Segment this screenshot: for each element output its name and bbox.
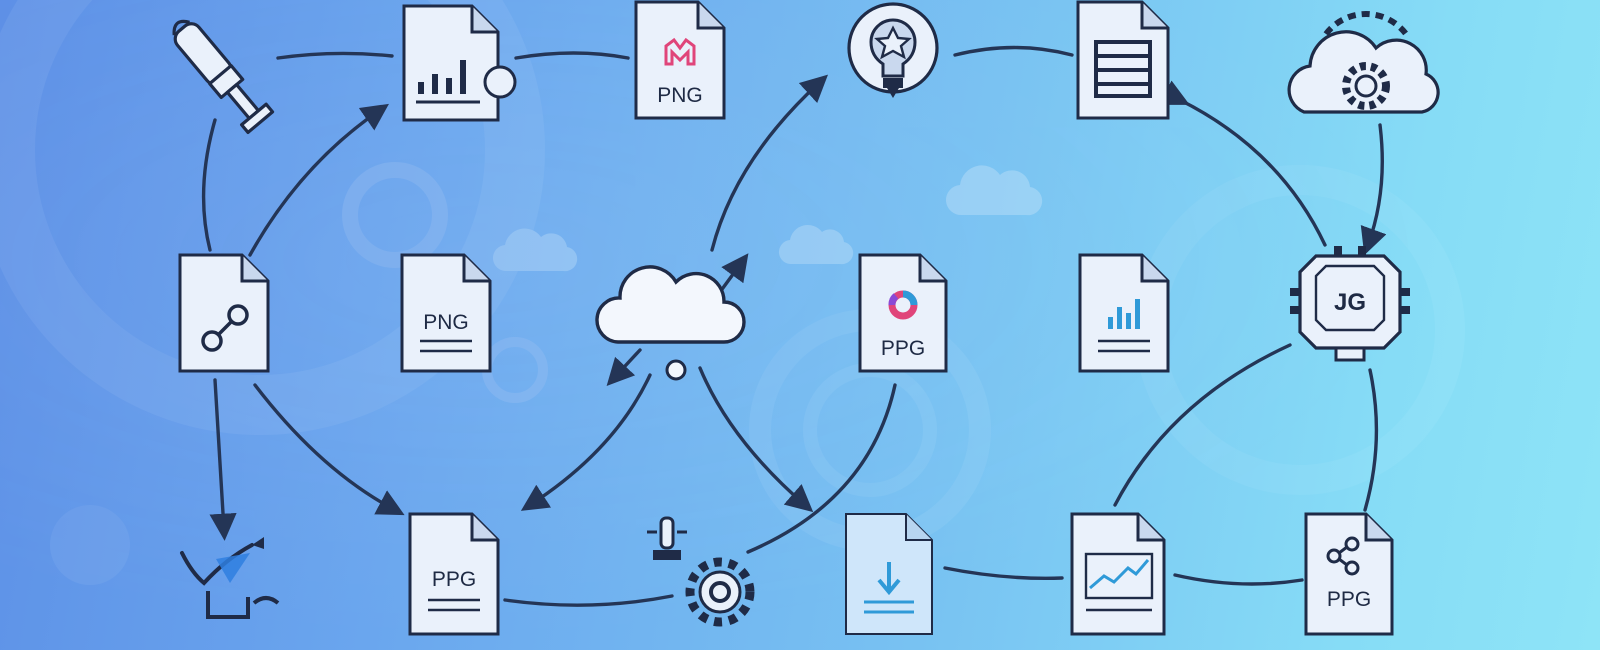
connector-ppgbottom-to-gear <box>503 594 674 607</box>
download-document-icon[interactable] <box>845 513 933 635</box>
connector-cloudgear-to-jg <box>1360 123 1387 256</box>
connector-linkdoc-to-ppgbottom <box>253 383 405 516</box>
ppg-document-bottom[interactable]: PPG <box>408 512 500 636</box>
chart-document-icon <box>1078 253 1170 373</box>
png-label: PNG <box>657 84 703 107</box>
share-doc-label: PPG <box>1327 588 1371 611</box>
connectors <box>201 45 1387 607</box>
connector-linkdoc-to-chartdoc <box>248 103 389 257</box>
png-mid-label: PNG <box>423 311 469 334</box>
ppg-bottom-label: PPG <box>432 568 476 591</box>
share-document-icon[interactable]: PPG <box>1304 512 1394 636</box>
connector-gear-to-ppgmid <box>746 383 897 554</box>
connector-graphdoc-to-sharedoc <box>1173 573 1304 586</box>
link-document-icon[interactable] <box>178 253 270 373</box>
check-tray-icon <box>180 537 280 619</box>
png-document-mid[interactable]: PNG <box>400 253 492 373</box>
connector-cloud-to-ppgbottom <box>520 373 652 511</box>
bar-chart-document-icon <box>402 4 517 122</box>
connector-lightbulb-to-tabledoc <box>953 45 1074 57</box>
jg-label: JG <box>1334 289 1366 316</box>
table-document-icon <box>1076 0 1170 120</box>
line-graph-document-icon <box>1070 512 1166 636</box>
connector-cloud-to-downloaddoc <box>698 366 814 513</box>
ring-document-icon[interactable]: PPG <box>858 253 948 373</box>
chip-icon[interactable]: JG <box>1290 246 1410 362</box>
ppg-mid-label: PPG <box>881 337 925 360</box>
connector-chartdoc-to-png <box>514 51 630 60</box>
connector-cloud-out-upright <box>718 253 749 294</box>
cloud-gear-icon <box>1287 11 1440 114</box>
gear-joystick-icon[interactable] <box>647 516 755 627</box>
connector-cloud-to-lightbulb <box>710 74 829 252</box>
connector-jg-to-sharedoc <box>1363 368 1379 512</box>
png-document-top[interactable]: PNG <box>634 0 726 120</box>
connector-wrench-to-chartdoc <box>276 51 394 60</box>
lightbulb-icon <box>847 2 939 98</box>
brand-logo-icon <box>664 37 696 66</box>
connector-jg-to-graphdoc <box>1113 343 1292 507</box>
wrench-tool-icon <box>172 19 275 135</box>
connector-downloaddoc-to-graphdoc <box>943 566 1064 580</box>
connector-linkdoc-to-checktray <box>209 378 237 541</box>
cloud-icon[interactable] <box>595 265 746 381</box>
connector-cloud-out-downleft <box>606 348 642 386</box>
connector-wrench-to-linkdoc <box>201 118 217 252</box>
connector-tabledoc-to-jg <box>1159 80 1327 247</box>
